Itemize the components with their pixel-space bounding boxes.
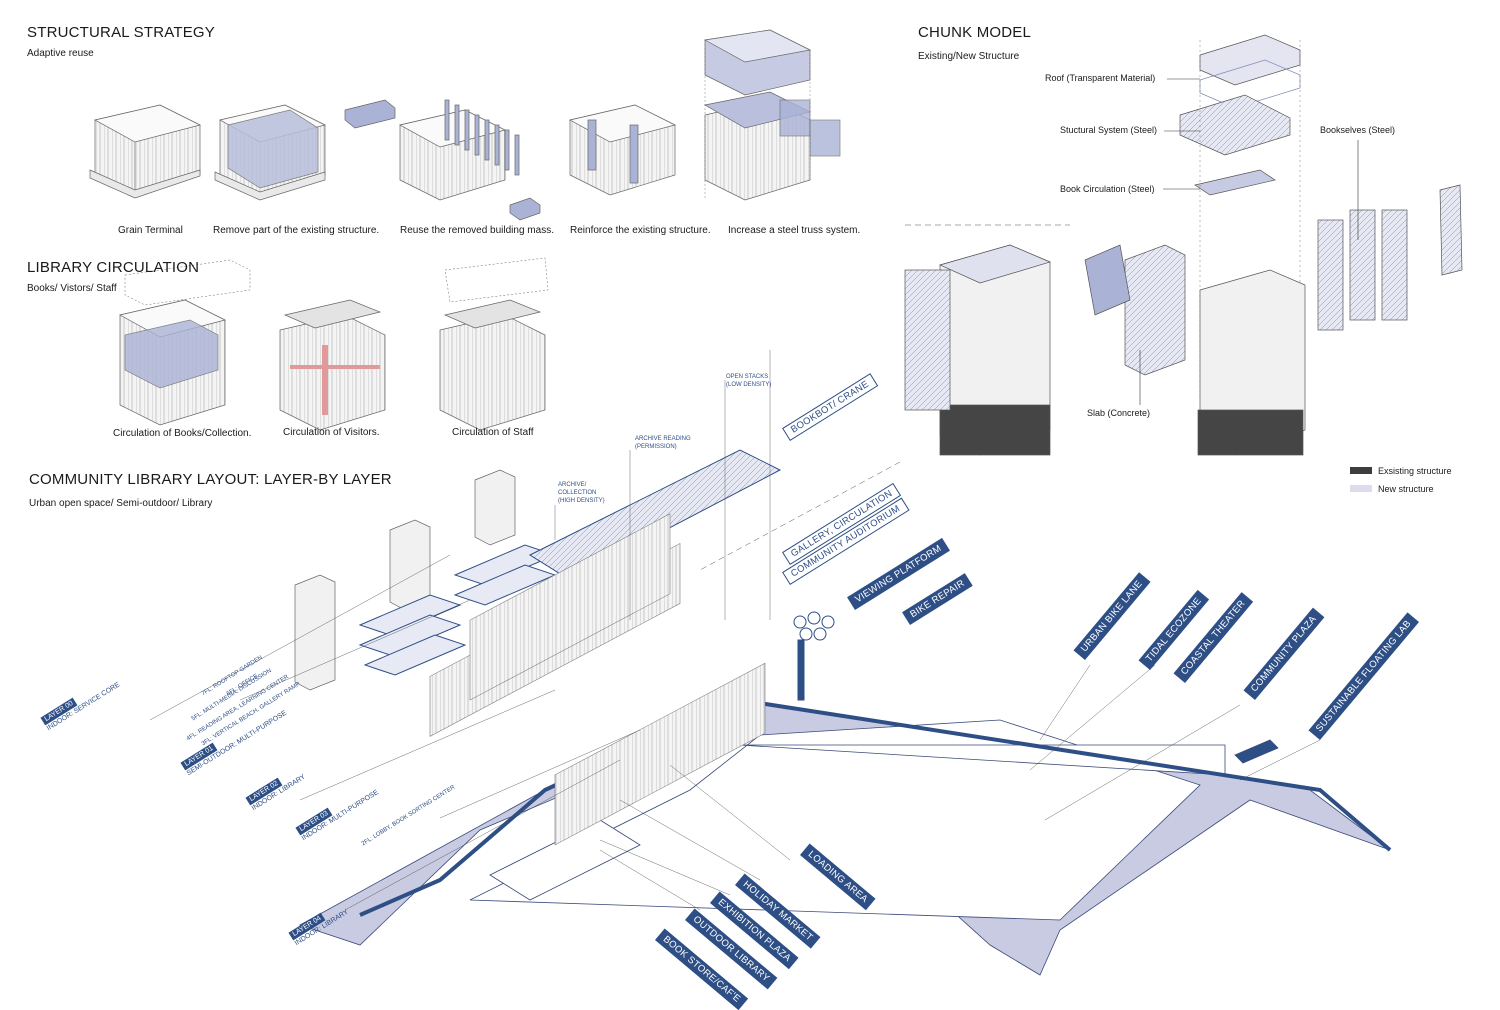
strategy-step-2-drawing bbox=[214, 104, 326, 201]
label-archive-reading: ARCHIVE READING bbox=[635, 436, 691, 442]
strategy-step-2-caption: Remove part of the existing structure. bbox=[213, 225, 380, 236]
circulation-visitors-drawing bbox=[279, 299, 386, 431]
structural-strategy-subtitle: Adaptive reuse bbox=[27, 48, 94, 59]
layer-slabs bbox=[358, 449, 782, 676]
chunk-label-roof: Roof (Transparent Material) bbox=[1045, 73, 1156, 83]
label-archive-reading-sub: (PERMISSION) bbox=[635, 444, 677, 450]
strategy-step-5-caption: Increase a steel truss system. bbox=[728, 225, 861, 236]
label-archive-collection: ARCHIVE/ bbox=[558, 482, 587, 488]
site-ground-plane bbox=[299, 697, 1392, 976]
chunk-label-slab: Slab (Concrete) bbox=[1087, 408, 1151, 418]
circulation-books-drawing bbox=[119, 259, 251, 426]
silo-rows bbox=[429, 513, 766, 846]
library-circulation-title: LIBRARY CIRCULATION bbox=[27, 259, 200, 276]
viewing-platform-drawing bbox=[793, 611, 835, 701]
layout-leader-lines bbox=[149, 350, 1321, 911]
chunk-model-title: CHUNK MODEL bbox=[918, 24, 1032, 41]
circulation-staff-drawing bbox=[439, 257, 549, 431]
chunk-model-drawing bbox=[699, 34, 1463, 571]
chunk-label-book-circulation: Book Circulation (Steel) bbox=[1060, 184, 1155, 194]
strategy-step-3-drawing bbox=[344, 99, 541, 221]
label-open-stacks-sub: (LOW DENSITY) bbox=[726, 382, 772, 388]
chunk-label-bookshelves: Bookselves (Steel) bbox=[1320, 125, 1396, 135]
legend-existing-label: Exsisting structure bbox=[1378, 466, 1452, 476]
chunk-label-structural: Stuctural System (Steel) bbox=[1060, 125, 1158, 135]
label-archive-collection-3: (HIGH DENSITY) bbox=[558, 498, 605, 504]
label-archive-collection-2: COLLECTION bbox=[558, 490, 597, 496]
service-core-towers bbox=[294, 469, 516, 691]
label-open-stacks: OPEN STACKS bbox=[726, 374, 769, 380]
strategy-step-3-caption: Reuse the removed building mass. bbox=[400, 225, 554, 236]
strategy-step-4-caption: Reinforce the existing structure. bbox=[570, 225, 711, 236]
chunk-model-subtitle: Existing/New Structure bbox=[918, 51, 1020, 62]
library-circulation-subtitle: Books/ Vistors/ Staff bbox=[27, 283, 117, 294]
community-layout-subtitle: Urban open space/ Semi-outdoor/ Library bbox=[29, 498, 213, 509]
legend-existing-swatch bbox=[1350, 467, 1372, 474]
legend-new-label: New structure bbox=[1378, 484, 1434, 494]
chunk-leader-lines bbox=[1139, 78, 1359, 405]
circulation-books-caption: Circulation of Books/Collection. bbox=[113, 428, 252, 439]
structural-strategy-title: STRUCTURAL STRATEGY bbox=[27, 24, 215, 41]
strategy-step-1-drawing bbox=[89, 104, 201, 199]
legend-new-swatch bbox=[1350, 485, 1372, 492]
community-layout-title: COMMUNITY LIBRARY LAYOUT: LAYER-BY LAYER bbox=[29, 471, 392, 488]
circulation-staff-caption: Circulation of Staff bbox=[452, 427, 534, 438]
strategy-step-5-drawing bbox=[703, 29, 841, 201]
strategy-step-1-caption: Grain Terminal bbox=[118, 225, 183, 236]
strategy-step-4-drawing bbox=[569, 104, 676, 196]
circulation-visitors-caption: Circulation of Visitors. bbox=[283, 427, 380, 438]
